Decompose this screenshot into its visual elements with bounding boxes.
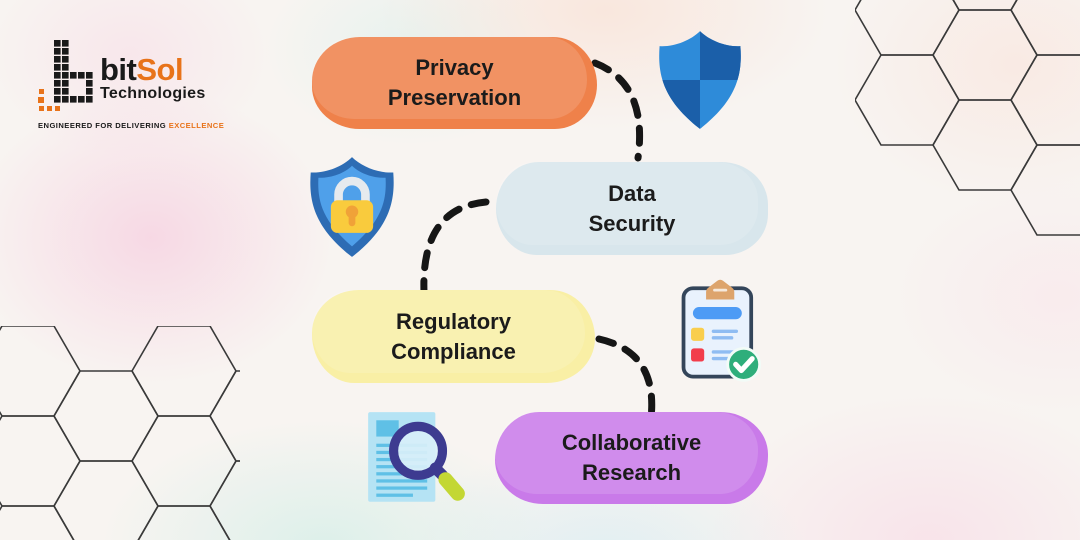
node-regulatory-compliance: Regulatory Compliance — [312, 290, 595, 383]
bitsol-logo: bitSol Technologies ENGINEERED FOR DELIV… — [38, 40, 225, 130]
connector-privacy-to-datasecurity — [591, 59, 644, 162]
brand-subtitle: Technologies — [100, 85, 206, 102]
brand-tagline: ENGINEERED FOR DELIVERING EXCELLENCE — [38, 121, 225, 130]
research-document-icon — [368, 412, 465, 502]
node-privacy-preservation: Privacy Preservation — [312, 37, 597, 129]
node-label: Collaborative Research — [561, 430, 702, 485]
bitsol-pixel-b-icon — [38, 40, 93, 111]
node-collaborative-research: Collaborative Research — [495, 412, 768, 504]
node-label: Regulatory Compliance — [391, 308, 516, 364]
node-label: Privacy Preservation — [387, 55, 522, 110]
security-shield-icon — [659, 31, 741, 129]
brand-name: bitSol — [100, 52, 184, 87]
node-data-security: Data Security — [496, 162, 768, 255]
node-label: Data Security — [588, 180, 676, 236]
compliance-clipboard-icon — [681, 279, 762, 382]
connector-regulatory-to-collaborative — [595, 335, 656, 422]
connector-datasecurity-to-regulatory — [420, 198, 490, 296]
padlock-shield-icon — [310, 157, 394, 257]
